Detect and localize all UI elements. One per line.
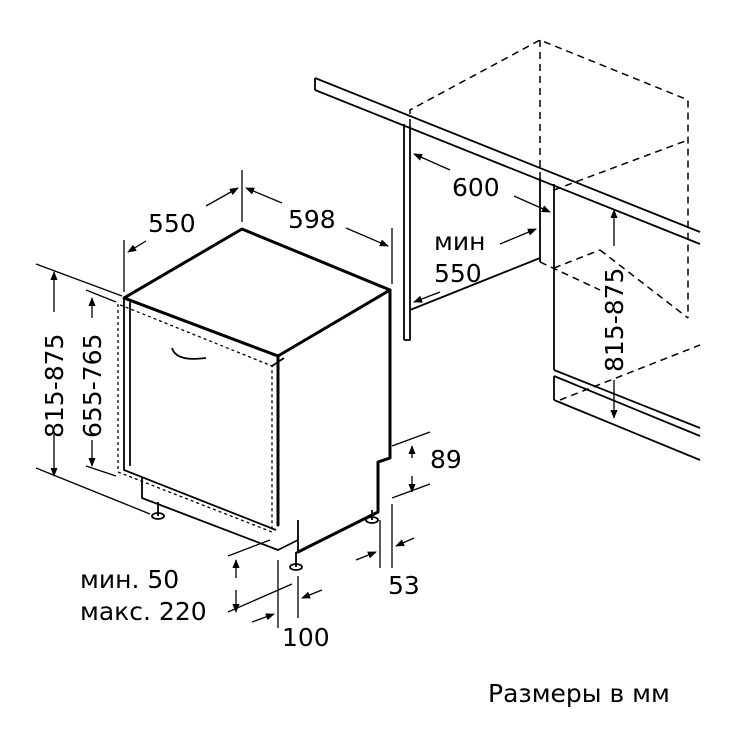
foot-offset-label: 100 bbox=[282, 623, 330, 652]
units-caption: Размеры в мм bbox=[488, 679, 670, 708]
depth-label: 550 bbox=[148, 209, 196, 238]
foot-max-label: макс. 220 bbox=[80, 597, 207, 626]
niche-height-label: 815-875 bbox=[600, 268, 629, 372]
niche-min-value: 550 bbox=[434, 259, 482, 288]
width-label: 598 bbox=[288, 205, 336, 234]
dishwasher-body bbox=[117, 227, 392, 571]
dimension-lines bbox=[35, 153, 618, 628]
niche-min-label: мин bbox=[434, 227, 485, 256]
foot-min-label: мин. 50 bbox=[80, 565, 179, 594]
plinth-height-label: 89 bbox=[430, 445, 462, 474]
niche-width-label: 600 bbox=[452, 173, 500, 202]
total-height-label: 815-875 bbox=[40, 334, 69, 438]
door-height-label: 655-765 bbox=[78, 334, 107, 438]
plinth-depth-label: 53 bbox=[388, 571, 420, 600]
kitchen-niche bbox=[314, 39, 701, 461]
